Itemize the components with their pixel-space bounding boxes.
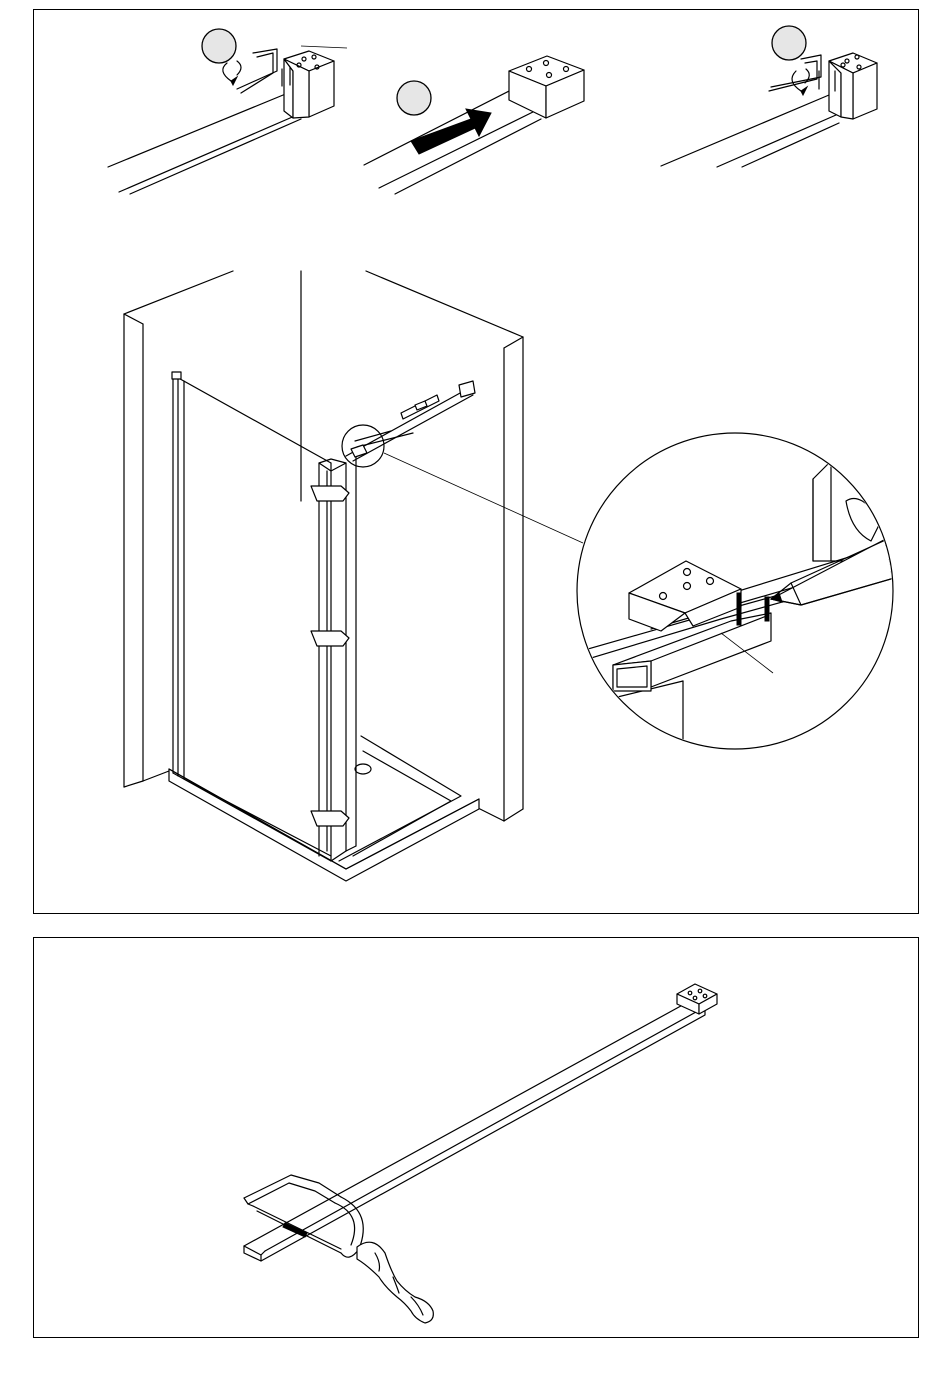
step-1-badge	[202, 29, 236, 63]
shower-enclosure-scene	[124, 271, 583, 881]
magnified-marking-detail	[577, 433, 901, 761]
installation-panel-bottom	[33, 937, 919, 1338]
step-3-tighten-screws	[661, 26, 877, 167]
bottom-panel-drawing	[34, 938, 920, 1339]
top-panel-drawing	[34, 10, 920, 915]
push-arrow-icon	[411, 109, 491, 154]
hacksaw-icon	[244, 1175, 433, 1323]
step-1-loosen-screws	[108, 29, 347, 194]
installation-panel-top	[33, 9, 919, 914]
saw-bar-to-length	[244, 984, 717, 1323]
step-2-badge	[397, 81, 431, 115]
rotate-arrow-icon	[223, 63, 231, 81]
step-2-slide-bar	[364, 56, 584, 194]
step-3-badge	[772, 26, 806, 60]
